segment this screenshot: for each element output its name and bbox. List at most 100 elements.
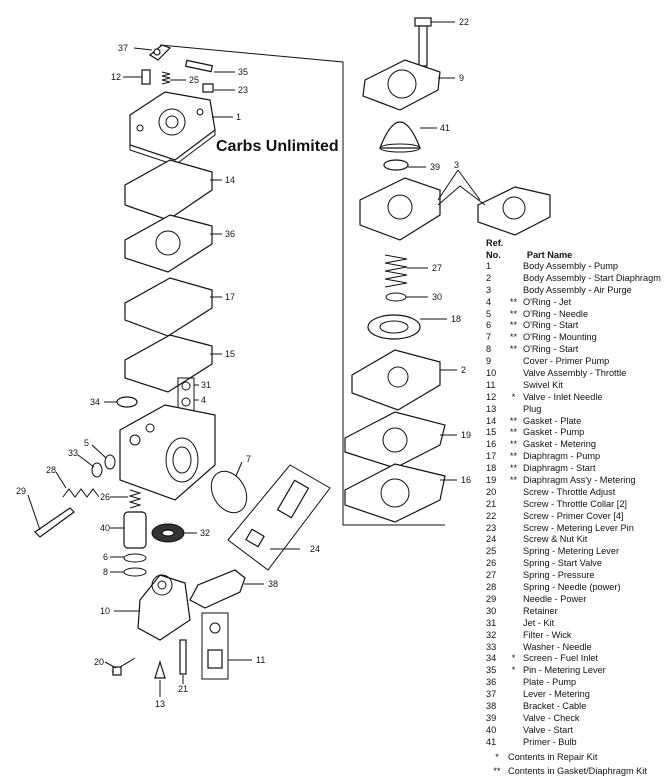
legend-row: 16**Gasket - Metering <box>486 439 668 451</box>
legend-kit-mark <box>504 594 523 606</box>
pump-gasket-part <box>124 334 213 393</box>
legend-part-name: Spring - Needle (power) <box>523 582 621 593</box>
air-purge-body-part <box>359 177 441 241</box>
legend-kit-mark: * <box>511 665 516 676</box>
legend-part-name: Valve - Inlet Needle <box>523 391 603 402</box>
legend-kit-mark: ** <box>509 451 518 462</box>
pressure-spring-part <box>384 254 408 288</box>
legend-ref-no: 26 <box>486 558 497 569</box>
pump-body-part <box>129 91 216 166</box>
legend-row: 18**Diaphragm - Start <box>486 463 668 475</box>
callout-labels: 37 35 12 25 23 1 14 36 17 15 31 4 34 5 3… <box>16 17 471 709</box>
callout-6: 6 <box>103 552 108 562</box>
legend-ref-no: 31 <box>486 617 497 628</box>
legend-row: 5**O'Ring - Needle <box>486 309 668 321</box>
footnote-mark: ** <box>493 765 501 776</box>
start-diaphragm-body-part <box>351 349 441 411</box>
legend-kit-mark <box>504 677 523 689</box>
callout-31: 31 <box>201 380 211 390</box>
legend-kit-mark <box>504 523 523 535</box>
start-diaphragm-part <box>367 314 421 340</box>
legend-part-name: Body Assembly - Air Purge <box>523 284 632 295</box>
legend-ref-no: 38 <box>486 700 497 711</box>
legend-kit-mark: ** <box>509 296 518 307</box>
legend-ref-no: 28 <box>486 582 497 593</box>
legend-ref-no: 4 <box>486 296 492 307</box>
legend-ref-no: 21 <box>486 498 497 509</box>
legend-header-no: No. <box>486 250 501 260</box>
legend-row: 35*Pin - Metering Lever <box>486 665 668 677</box>
legend-header-name: Part Name <box>526 250 573 260</box>
legend-part-name: Spring - Start Valve <box>523 558 602 569</box>
legend-part-name: Body Assembly - Start Diaphragm <box>523 272 661 283</box>
legend-kit-mark: ** <box>509 308 518 319</box>
callout-23: 23 <box>238 85 248 95</box>
retainer-part <box>385 292 407 302</box>
lever-spring-part <box>161 71 171 85</box>
legend-kit-mark <box>504 630 523 642</box>
legend-part-name: Screw - Primer Cover [4] <box>523 510 624 521</box>
legend-kit-mark <box>504 701 523 713</box>
legend-ref-no: 37 <box>486 689 497 700</box>
callout-3: 3 <box>454 160 459 170</box>
callout-32: 32 <box>200 528 210 538</box>
callout-16: 16 <box>461 475 471 485</box>
legend-header-ref: Ref. <box>486 238 504 248</box>
callout-15: 15 <box>225 349 235 359</box>
legend-kit-mark: * <box>511 653 516 664</box>
legend-part-name: Swivel Kit <box>523 379 563 390</box>
legend-kit-mark <box>504 368 523 380</box>
metering-gasket-part <box>344 463 446 523</box>
legend-ref-no: 14 <box>486 415 497 426</box>
legend-part-name: Screw - Throttle Collar [2] <box>523 498 627 509</box>
legend-kit-mark <box>504 380 523 392</box>
legend-part-name: Diaphragm Ass'y - Metering <box>523 475 636 486</box>
legend-row: 38 Bracket - Cable <box>486 701 668 713</box>
legend-part-name: Gasket - Plate <box>523 415 582 426</box>
legend-ref-no: 40 <box>486 724 497 735</box>
footnote-text: Contents in Gasket/Diaphragm Kit <box>508 765 647 776</box>
lever-pin-screw-part <box>202 83 214 93</box>
pump-plate-part <box>124 214 213 273</box>
legend-part-name: Screw - Metering Lever Pin <box>523 522 634 533</box>
legend-part-name: Diaphragm - Start <box>523 463 596 474</box>
legend-part-name: Jet - Kit <box>523 617 555 628</box>
legend-part-name: Plug <box>523 403 542 414</box>
carburetor-body-part <box>119 404 216 501</box>
legend-part-name: Screw - Throttle Adjust <box>523 486 616 497</box>
callout-17: 17 <box>225 292 235 302</box>
legend-part-name: Pin - Metering Lever <box>523 665 606 676</box>
plug-part <box>154 659 166 679</box>
callout-36: 36 <box>225 229 235 239</box>
legend-ref-no: 16 <box>486 439 497 450</box>
brand-watermark: Carbs Unlimited <box>216 138 339 155</box>
footnote-mark: * <box>495 751 499 762</box>
legend-ref-no: 41 <box>486 736 497 747</box>
callout-13: 13 <box>155 699 165 709</box>
legend-ref-no: 34 <box>486 653 497 664</box>
legend-part-name: O'Ring - Mounting <box>523 332 597 343</box>
callout-38: 38 <box>268 579 278 589</box>
callout-11: 11 <box>256 655 265 665</box>
legend-part-name: Valve Assembly - Throttle <box>523 368 627 379</box>
callout-10: 10 <box>100 606 110 616</box>
legend-part-name: Bracket - Cable <box>523 700 587 711</box>
callout-34: 34 <box>90 397 100 407</box>
legend-row: 19**Diaphragm Ass'y - Metering <box>486 475 668 487</box>
legend-row: 14**Gasket - Plate <box>486 416 668 428</box>
legend-kit-mark: ** <box>509 463 518 474</box>
